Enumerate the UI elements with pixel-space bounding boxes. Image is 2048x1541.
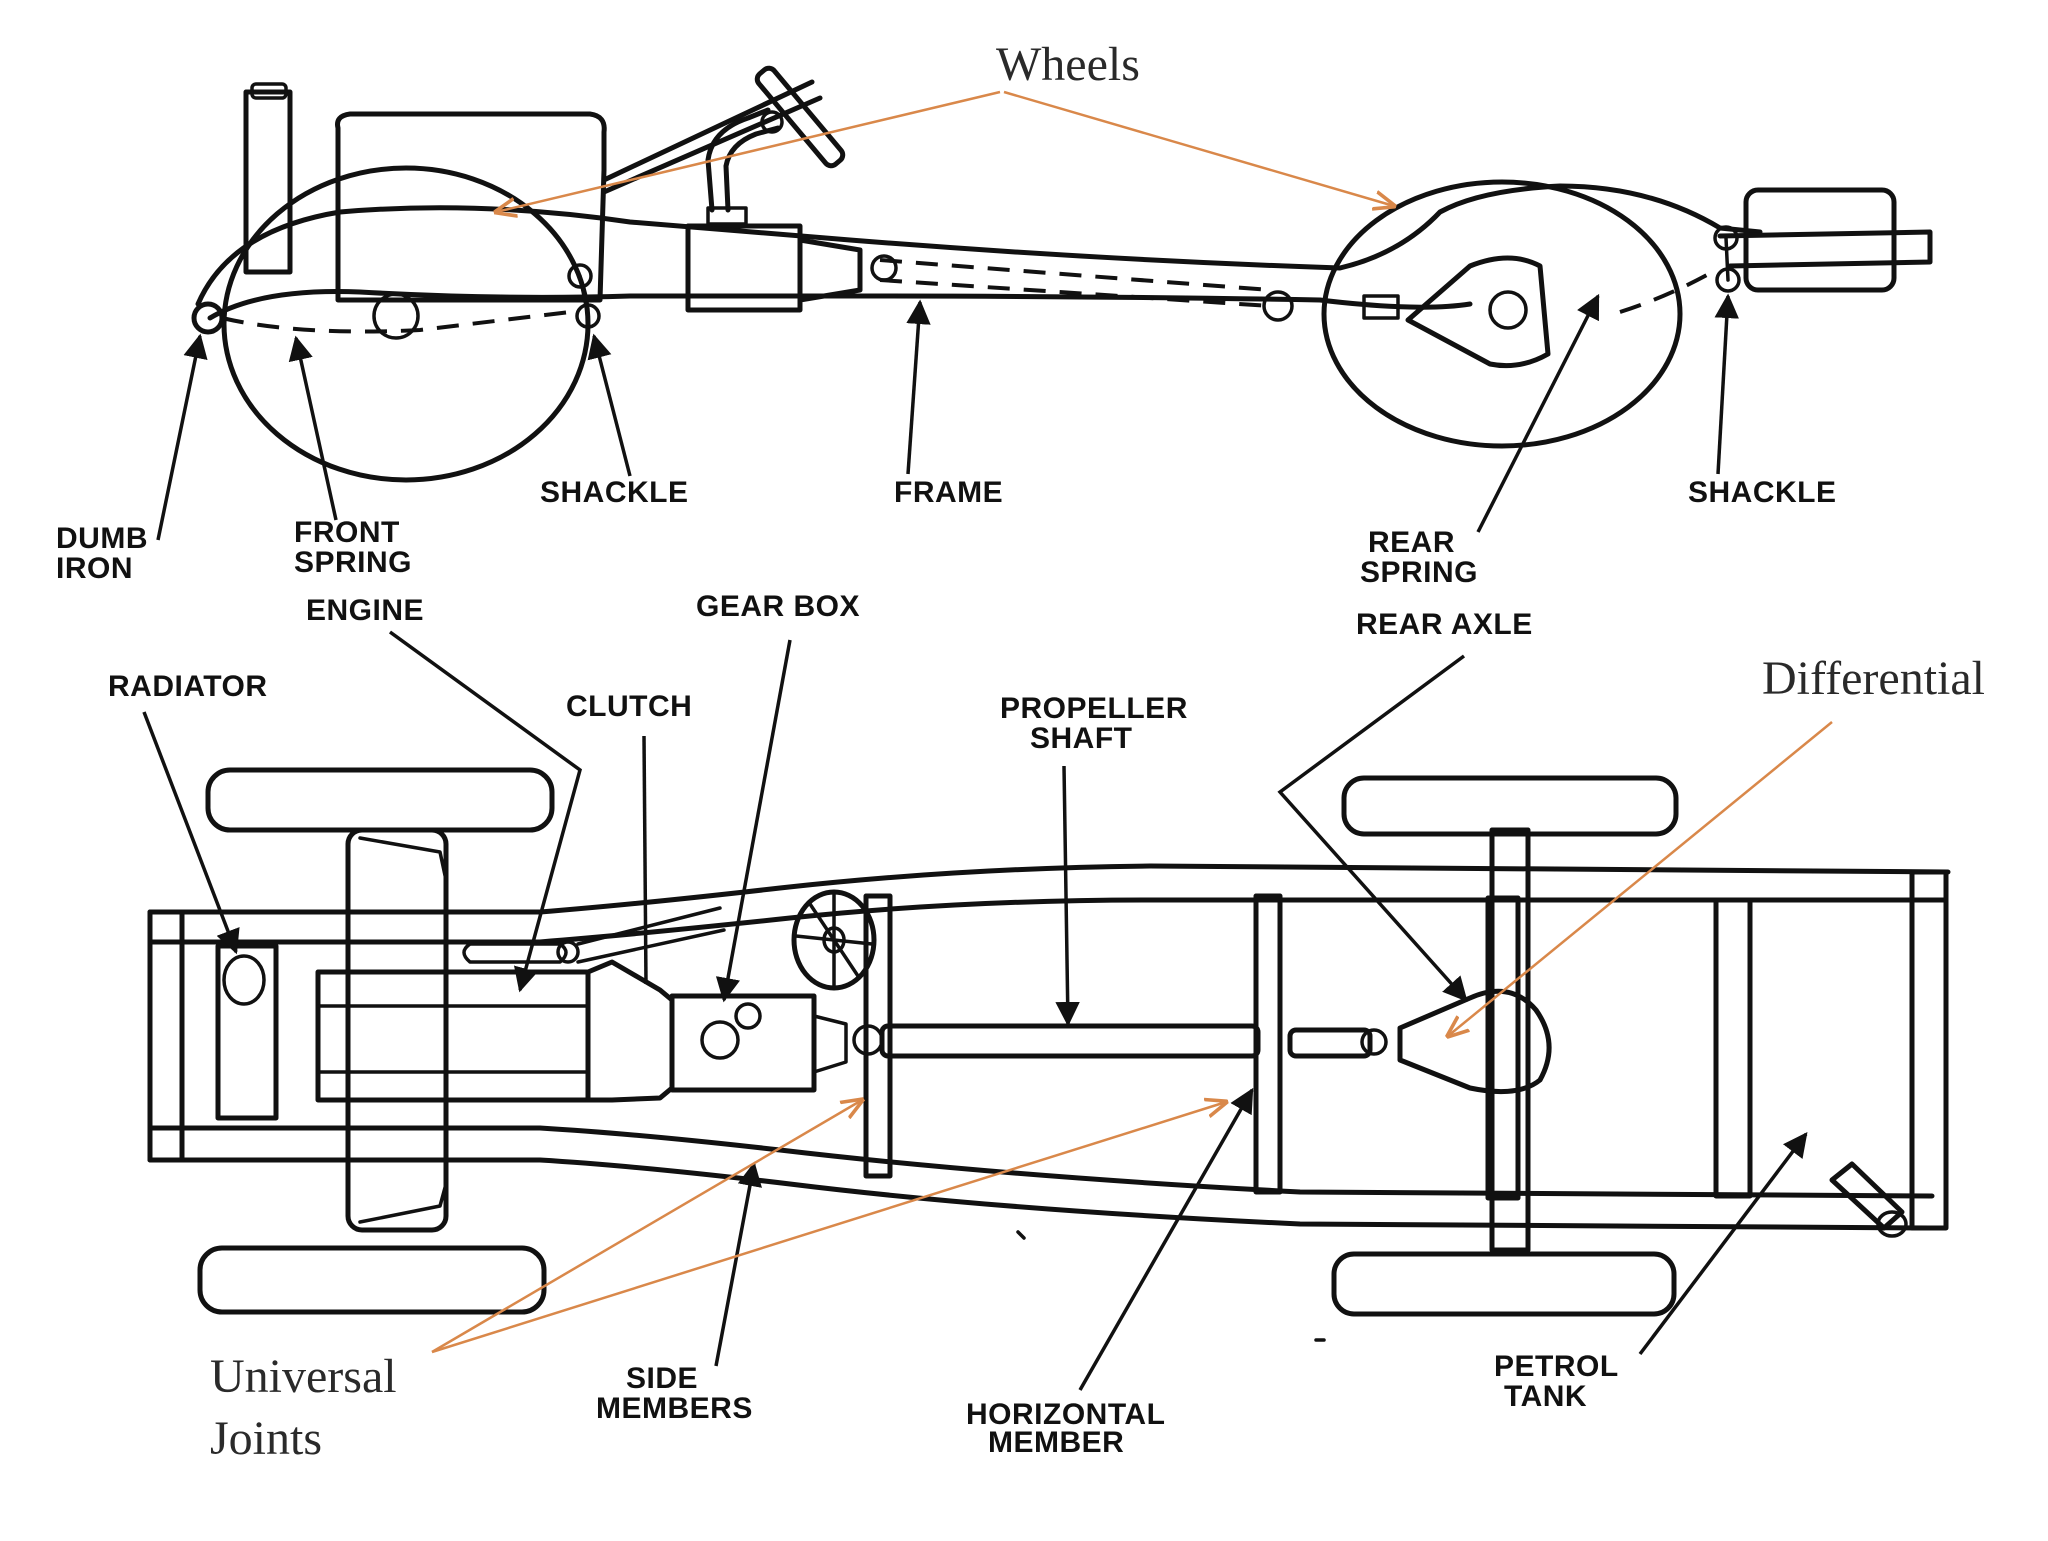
annotations: Wheels Differential Universal Joints <box>210 38 1985 1465</box>
engine-top <box>315 969 591 1103</box>
rear-left-wheel <box>1341 775 1679 837</box>
label-gear-box: GEAR BOX <box>696 590 860 623</box>
label-front-spring-1: FRONT <box>294 516 400 549</box>
front-right-wheel <box>197 1245 547 1315</box>
label-frame: FRAME <box>894 476 1003 509</box>
label-clutch: CLUTCH <box>566 690 692 723</box>
rear-right-wheel <box>1331 1251 1677 1317</box>
side-member-lower <box>147 1125 1935 1199</box>
label-front-spring-2: SPRING <box>294 546 412 579</box>
front-wheel <box>221 165 591 483</box>
petrol-filler <box>1829 1161 1905 1231</box>
label-propeller-shaft-2: SHAFT <box>1030 722 1133 755</box>
rear-bumper-block <box>1743 187 1897 293</box>
side-member-upper <box>147 863 1951 915</box>
engine-side <box>335 111 607 303</box>
label-side-members-2: MEMBERS <box>596 1392 753 1425</box>
top-view-labels: ENGINE GEAR BOX REAR AXLE RADIATOR CLUTC… <box>108 590 1808 1459</box>
label-radiator: RADIATOR <box>108 670 268 703</box>
frame-side <box>195 183 1763 307</box>
label-rear-spring-1: REAR <box>1368 526 1455 559</box>
front-axle-top <box>345 827 449 1233</box>
label-rear-axle: REAR AXLE <box>1356 608 1533 641</box>
top-view <box>147 767 1951 1342</box>
label-horizontal-member-1: HORIZONTAL <box>966 1398 1165 1431</box>
front-shackle <box>567 263 601 329</box>
side-view <box>191 65 1933 483</box>
annotation-universal-joints-1: Universal <box>210 1350 397 1403</box>
label-rear-spring-2: SPRING <box>1360 556 1478 589</box>
steering-wheel-top <box>791 889 877 991</box>
annotation-wheels: Wheels <box>996 38 1140 91</box>
label-petrol-tank-2: TANK <box>1504 1380 1587 1413</box>
radiator-cap <box>243 82 293 275</box>
front-left-wheel <box>205 767 555 833</box>
propeller-shaft-top <box>852 1023 1388 1059</box>
gearbox-top <box>669 993 817 1093</box>
side-view-labels: DUMB IRON FRONT SPRING SHACKLE FRAME SHA… <box>56 293 1837 589</box>
label-petrol-tank-1: PETROL <box>1494 1350 1619 1383</box>
label-shackle-front: SHACKLE <box>540 476 689 509</box>
label-shackle-rear: SHACKLE <box>1688 476 1837 509</box>
rear-wheel <box>1321 179 1683 449</box>
clutch-housing <box>585 959 675 1103</box>
label-dumb-iron-1: DUMB <box>56 522 148 555</box>
label-horizontal-member-2: MEMBER <box>988 1426 1124 1459</box>
label-dumb-iron-2: IRON <box>56 552 133 585</box>
label-side-members-1: SIDE <box>626 1362 698 1395</box>
rear-shackle <box>1713 225 1741 293</box>
propeller-shaft-side <box>870 254 1400 322</box>
radiator-top <box>215 943 279 1121</box>
label-propeller-shaft-1: PROPELLER <box>1000 692 1188 725</box>
rear-axle-side <box>1405 255 1551 369</box>
annotation-universal-joints-2: Joints <box>210 1412 322 1465</box>
label-engine: ENGINE <box>306 594 424 627</box>
annotation-differential: Differential <box>1762 652 1985 705</box>
